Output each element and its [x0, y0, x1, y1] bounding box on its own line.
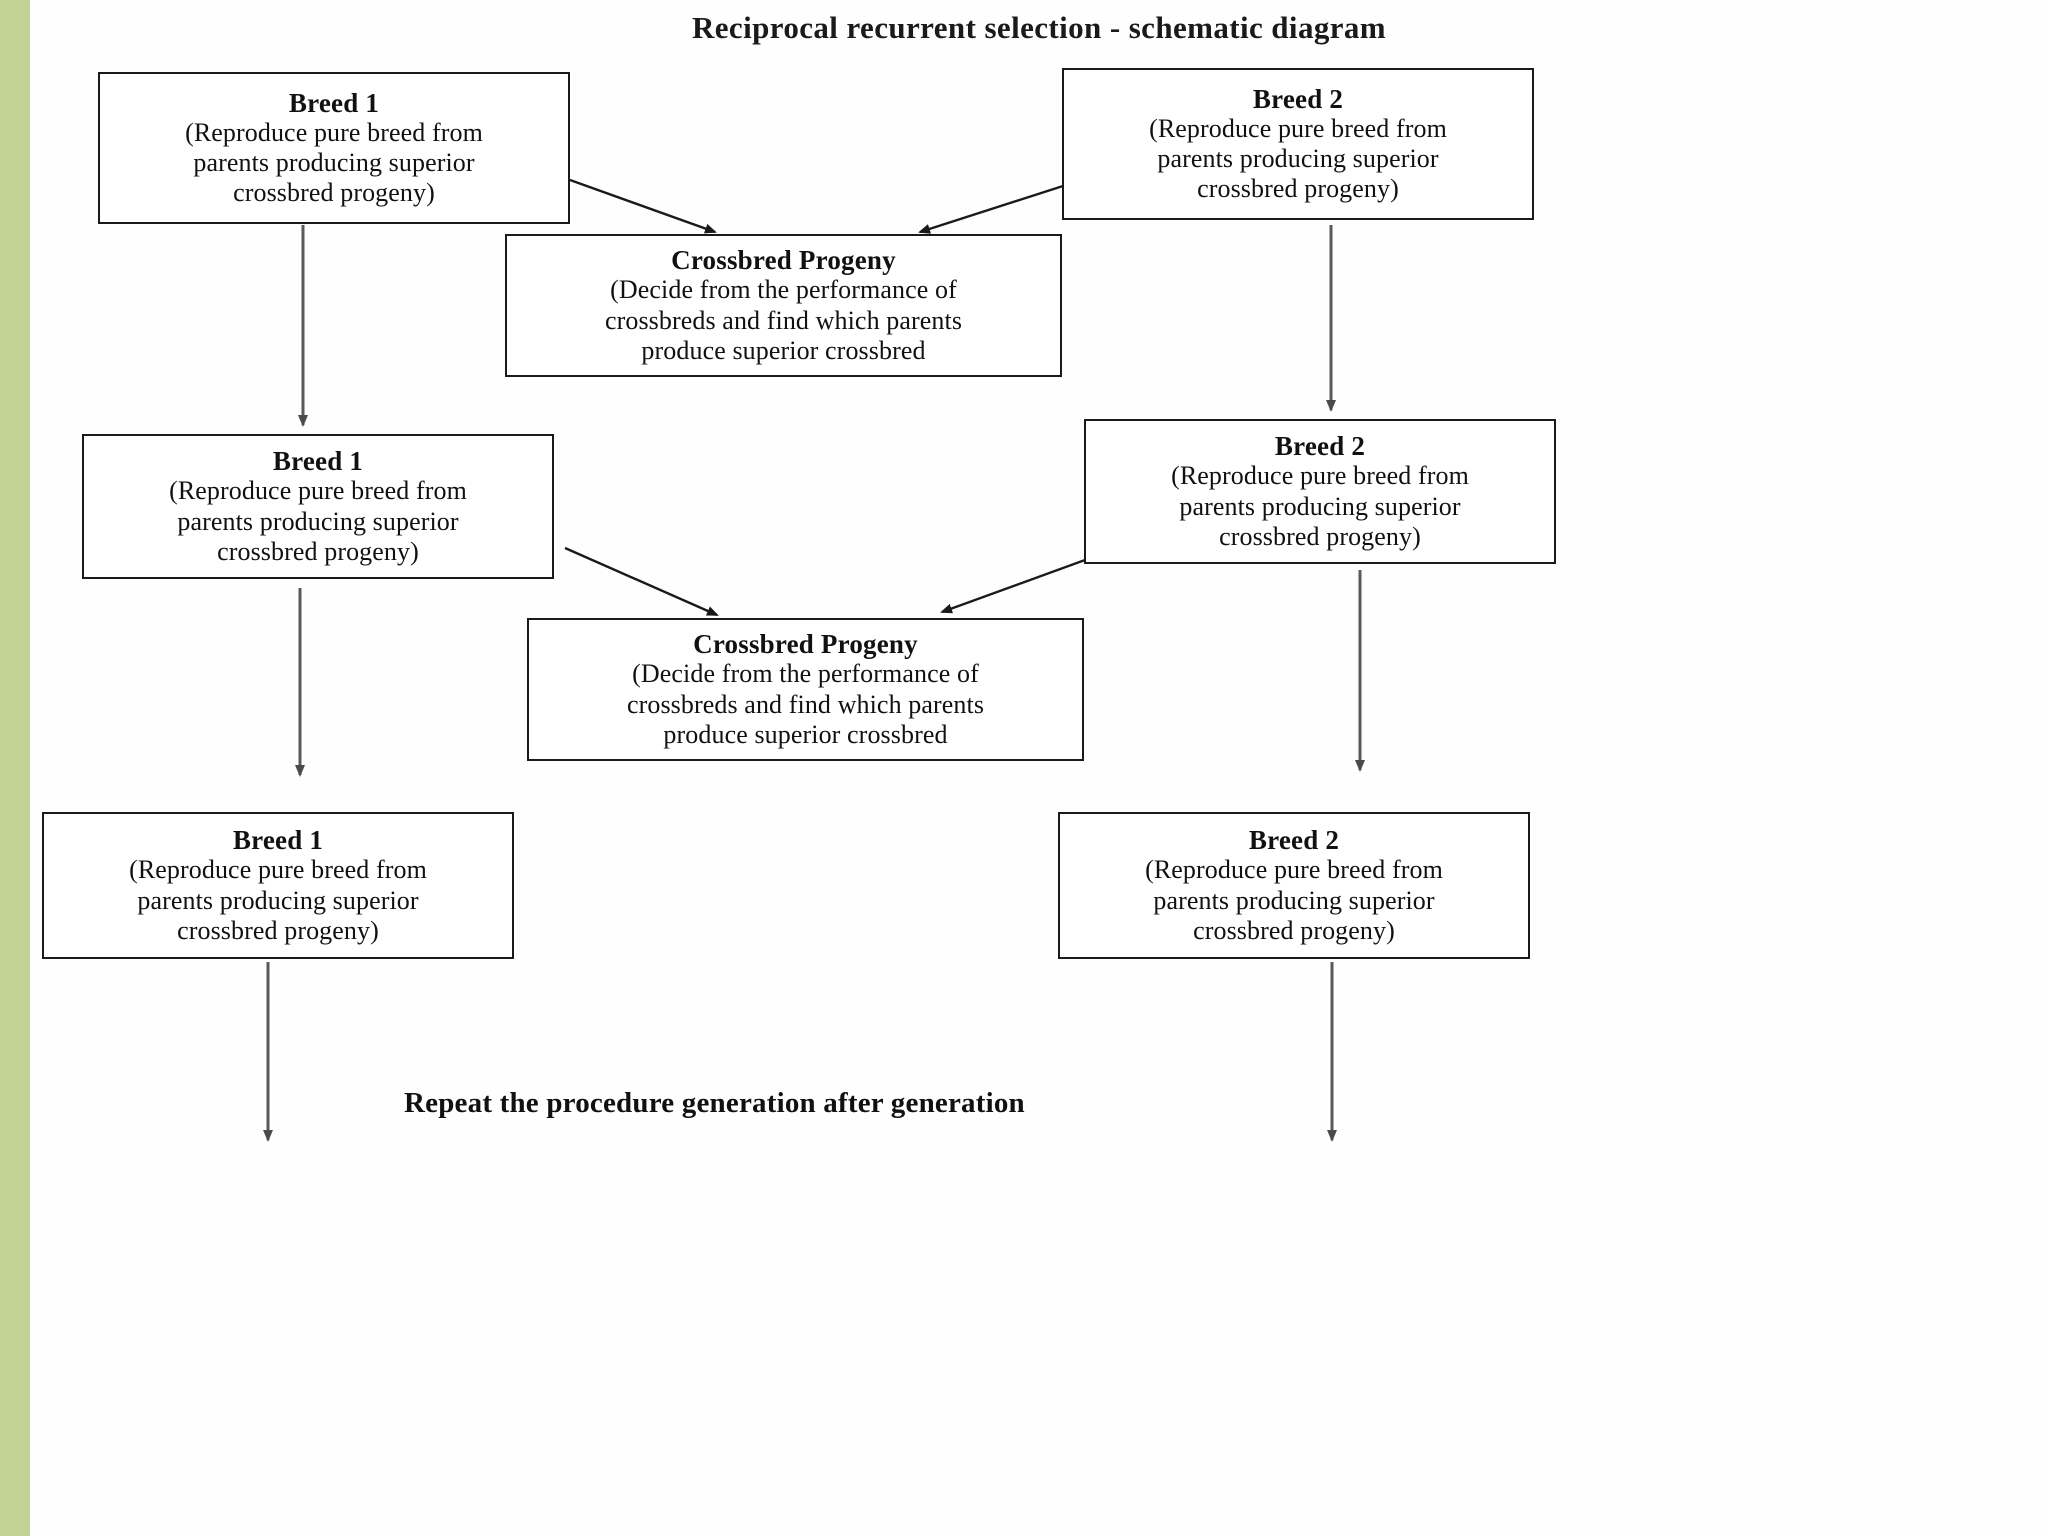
box-crossbred-progeny-gen2[interactable]: Crossbred Progeny (Decide from the perfo… — [527, 618, 1084, 761]
box-breed2-gen2-line3: crossbred progeny) — [1219, 521, 1421, 551]
diagram-background — [30, 0, 2048, 1536]
box-breed2-gen1-heading: Breed 2 — [1252, 83, 1344, 114]
box-crossbred-gen2-line3: produce superior crossbred — [663, 719, 948, 749]
box-breed1-gen2-heading: Breed 1 — [272, 446, 364, 477]
box-breed2-gen2-heading: Breed 2 — [1274, 431, 1366, 462]
box-breed1-gen1-line1: (Reproduce pure breed from — [185, 117, 483, 147]
repeat-procedure-note: Repeat the procedure generation after ge… — [404, 1087, 1025, 1119]
box-breed2-gen3-line2: parents producing superior — [1153, 885, 1435, 915]
box-breed1-gen3[interactable]: Breed 1 (Reproduce pure breed from paren… — [42, 812, 514, 959]
box-crossbred-gen2-line1: (Decide from the performance of — [632, 659, 979, 689]
box-breed1-gen3-heading: Breed 1 — [232, 825, 324, 856]
box-breed2-gen2-line2: parents producing superior — [1179, 491, 1461, 521]
box-breed1-gen1-heading: Breed 1 — [288, 87, 380, 118]
box-crossbred-gen2-line2: crossbreds and find which parents — [626, 689, 985, 719]
box-breed1-gen1-line3: crossbred progeny) — [233, 178, 435, 208]
box-breed2-gen3-line1: (Reproduce pure breed from — [1145, 855, 1443, 885]
box-breed1-gen1[interactable]: Breed 1 (Reproduce pure breed from paren… — [98, 72, 570, 224]
box-breed2-gen2-line1: (Reproduce pure breed from — [1171, 461, 1469, 491]
box-breed1-gen2-line3: crossbred progeny) — [217, 536, 419, 566]
box-breed1-gen3-line1: (Reproduce pure breed from — [129, 855, 427, 885]
box-breed2-gen1-line3: crossbred progeny) — [1197, 174, 1399, 204]
page-title: Reciprocal recurrent selection - schemat… — [691, 10, 1387, 45]
box-breed1-gen2-line2: parents producing superior — [177, 506, 459, 536]
box-breed1-gen2[interactable]: Breed 1 (Reproduce pure breed from paren… — [82, 434, 554, 579]
box-breed2-gen3-heading: Breed 2 — [1248, 825, 1340, 856]
left-accent-band — [0, 0, 30, 1536]
box-breed2-gen1-line2: parents producing superior — [1157, 144, 1439, 174]
box-breed1-gen2-line1: (Reproduce pure breed from — [169, 476, 467, 506]
box-crossbred-progeny-gen1[interactable]: Crossbred Progeny (Decide from the perfo… — [505, 234, 1062, 377]
box-crossbred-gen1-line2: crossbreds and find which parents — [604, 305, 963, 335]
box-breed2-gen3[interactable]: Breed 2 (Reproduce pure breed from paren… — [1058, 812, 1530, 959]
box-breed2-gen1-line1: (Reproduce pure breed from — [1149, 113, 1447, 143]
box-breed1-gen3-line2: parents producing superior — [137, 885, 419, 915]
box-crossbred-gen1-heading: Crossbred Progeny — [671, 245, 896, 276]
box-crossbred-gen2-heading: Crossbred Progeny — [693, 629, 918, 660]
box-breed2-gen3-line3: crossbred progeny) — [1193, 915, 1395, 945]
box-crossbred-gen1-line1: (Decide from the performance of — [610, 275, 957, 305]
box-breed2-gen1[interactable]: Breed 2 (Reproduce pure breed from paren… — [1062, 68, 1534, 220]
box-breed1-gen1-line2: parents producing superior — [193, 148, 475, 178]
box-breed1-gen3-line3: crossbred progeny) — [177, 915, 379, 945]
box-crossbred-gen1-line3: produce superior crossbred — [641, 335, 926, 365]
box-breed2-gen2[interactable]: Breed 2 (Reproduce pure breed from paren… — [1084, 419, 1556, 564]
